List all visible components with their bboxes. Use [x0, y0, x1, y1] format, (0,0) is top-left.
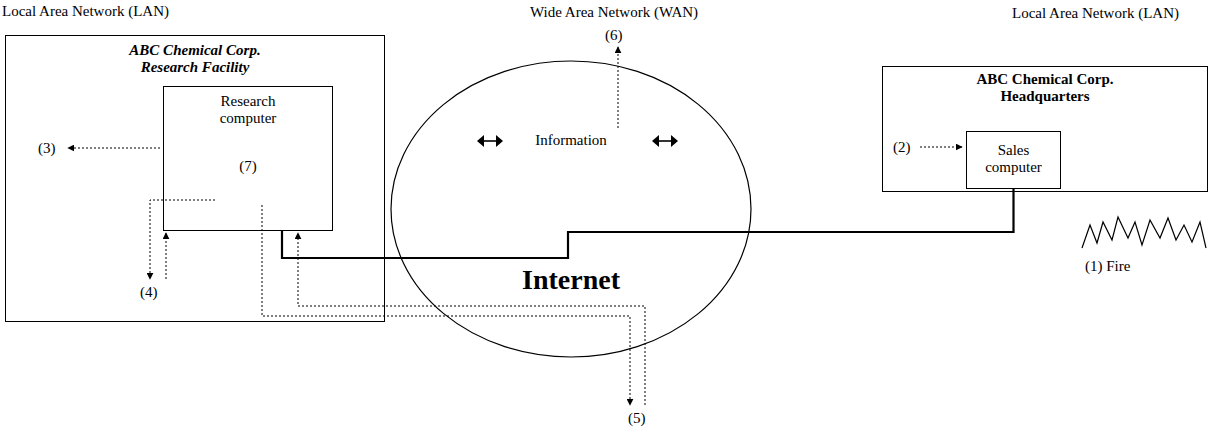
label-holder: (1) Fire — [1085, 258, 1130, 275]
facility-box: ABC Chemical Corp. Research FacilityRese… — [5, 35, 385, 322]
network-label: (1) Fire — [1085, 258, 1130, 275]
network-label: Wide Area Network (WAN) — [530, 4, 698, 21]
network-label: Local Area Network (LAN) — [1012, 5, 1179, 22]
node-label: Research computer — [203, 93, 293, 128]
label-holder: (6) — [605, 27, 623, 44]
computer-box: Sales computer — [966, 131, 1061, 189]
computer-box: Research computer (7) — [163, 86, 333, 231]
callout-number: (7) — [218, 158, 278, 175]
double-arrow-symbol — [652, 135, 678, 147]
ellipse-outline — [390, 60, 752, 358]
node-label: ABC Chemical Corp. Research Facility — [120, 42, 270, 77]
node-label: Information — [511, 132, 631, 149]
callout-number: (5) — [628, 410, 646, 427]
callout-number: (4) — [140, 284, 158, 301]
dotted-arrow — [150, 200, 215, 279]
label-holder: Local Area Network (LAN) — [2, 3, 169, 20]
dotted-arrow — [262, 205, 630, 405]
callout-number: (2) — [893, 139, 911, 156]
fire-scribble — [1082, 217, 1206, 248]
dotted-arrow — [166, 233, 167, 279]
label-holder: (5) — [628, 410, 646, 427]
label-holder: Local Area Network (LAN) — [1012, 5, 1179, 22]
label-holder: (3) — [38, 140, 56, 157]
callout-number: (6) — [605, 27, 623, 44]
internet-ellipse: InformationInternet — [390, 60, 752, 358]
network-label: Local Area Network (LAN) — [2, 3, 169, 20]
dotted-arrow — [920, 147, 962, 148]
callout-number: (3) — [38, 140, 56, 157]
double-arrow-symbol — [477, 135, 503, 147]
dotted-arrow — [618, 47, 619, 128]
label-holder: Wide Area Network (WAN) — [530, 4, 698, 21]
node-label: ABC Chemical Corp. Headquarters — [965, 71, 1125, 106]
label-holder: (4) — [140, 284, 158, 301]
node-label: Sales computer — [974, 142, 1054, 177]
dotted-arrow — [68, 148, 160, 149]
node-label: Internet — [491, 266, 651, 294]
ellipse-outline — [391, 61, 751, 357]
headquarters-box: ABC Chemical Corp. HeadquartersSales com… — [882, 66, 1208, 192]
label-holder: (2) — [893, 139, 911, 156]
